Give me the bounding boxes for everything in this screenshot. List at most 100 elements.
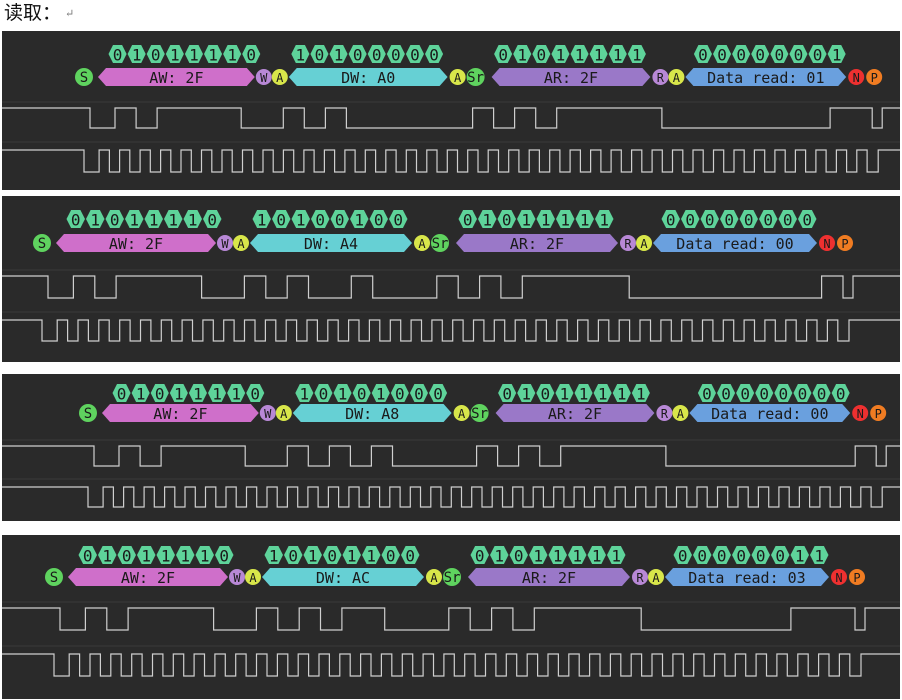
bit-value: 0 <box>276 211 286 230</box>
data-write-field: DW: A4 <box>250 234 412 253</box>
bit-cell-shape <box>700 210 719 228</box>
start-condition-shape <box>75 68 93 86</box>
return-mark: ↵ <box>65 7 75 20</box>
bit-cell-shape <box>532 45 551 63</box>
bit-cell-shape <box>195 546 214 564</box>
bit-value: 1 <box>579 385 589 404</box>
bit-cell-shape <box>548 546 567 564</box>
bit-value: 1 <box>174 385 184 404</box>
bit-value: 0 <box>541 385 551 404</box>
bit-value: 1 <box>208 46 218 65</box>
bit-cell-shape <box>751 546 770 564</box>
bit-value: 0 <box>117 385 127 404</box>
bit-value: 1 <box>560 211 570 230</box>
read-address-field-shape <box>456 234 618 252</box>
bit-value: 0 <box>783 211 793 230</box>
bit-value: 0 <box>502 385 512 404</box>
write-address-field: AW: 2F <box>56 234 216 253</box>
bit-cell: 0 <box>509 546 528 566</box>
bit-cell: 0 <box>389 210 408 230</box>
bit-value: 0 <box>763 211 773 230</box>
bit-value: 0 <box>386 547 396 566</box>
repeated-start: Sr <box>466 68 485 86</box>
bit-value: 1 <box>376 385 386 404</box>
data-read-field: Data read: 00 <box>653 234 817 253</box>
ack-3: A <box>668 69 685 85</box>
bit-cell-shape <box>144 210 163 228</box>
bit-cell-shape <box>812 384 831 402</box>
bit-cell-shape <box>790 546 809 564</box>
bit-cell: 1 <box>227 384 246 404</box>
bit-cell-shape <box>409 384 428 402</box>
bit-cell-shape <box>367 45 386 63</box>
data-write-field-text: DW: AC <box>316 569 370 587</box>
bit-cell: 0 <box>798 210 817 230</box>
bit-cell: 1 <box>612 384 631 404</box>
ack-3-shape <box>636 235 652 251</box>
read-address-field-text: AR: 2F <box>522 569 576 587</box>
bit-cell-shape <box>203 210 222 228</box>
write-flag-label: W <box>264 407 272 421</box>
bit-value: 0 <box>414 385 424 404</box>
write-address-field: AW: 2F <box>98 68 255 87</box>
bit-cell-shape <box>125 210 144 228</box>
data-read-field: Data read: 00 <box>689 404 851 423</box>
bit-value: 0 <box>357 385 367 404</box>
bit-cell: 1 <box>517 384 536 404</box>
repeated-start: Sr <box>470 404 489 422</box>
write-address-field-text: AW: 2F <box>149 69 203 87</box>
ack-2-shape <box>453 405 470 421</box>
bit-cell-shape <box>429 384 448 402</box>
read-flag-shape <box>656 405 673 421</box>
scl-waveform <box>2 486 900 508</box>
bit-value: 1 <box>212 385 222 404</box>
bit-cell-shape <box>713 45 732 63</box>
bit-cell-shape <box>371 384 390 402</box>
bit-cell-shape <box>697 384 716 402</box>
bit-cell-shape <box>555 384 574 402</box>
data-write-field: DW: A8 <box>292 404 452 423</box>
bit-cell-shape <box>810 546 829 564</box>
bit-cell-shape <box>755 384 774 402</box>
bit-value: 0 <box>724 211 734 230</box>
nack-label: N <box>857 407 864 421</box>
bit-value: 0 <box>113 46 123 65</box>
ack-2-label: A <box>418 237 426 251</box>
bit-value: 1 <box>533 547 543 566</box>
nack-label: N <box>835 571 842 585</box>
write-address-field-shape <box>98 68 255 86</box>
bit-cell: 1 <box>810 546 829 566</box>
bit-value: 1 <box>482 211 492 230</box>
bit-cell-shape <box>127 45 146 63</box>
bit-value: 0 <box>736 46 746 65</box>
bit-value: 0 <box>537 46 547 65</box>
bit-cell-shape <box>169 384 188 402</box>
bit-cell-shape <box>490 546 509 564</box>
bit-cell: 1 <box>204 45 223 65</box>
ack-3: A <box>636 235 652 251</box>
bit-value: 0 <box>685 211 695 230</box>
bit-value: 0 <box>678 547 688 566</box>
bit-cell-shape <box>330 210 349 228</box>
bit-cell: 0 <box>314 384 333 404</box>
bit-cell-shape <box>146 45 165 63</box>
read-flag-label: R <box>624 237 632 251</box>
start-condition-label: S <box>50 570 58 586</box>
bit-cell: 0 <box>409 384 428 404</box>
write-address-field-text: AW: 2F <box>121 569 175 587</box>
ack-2-label: A <box>430 571 438 585</box>
bit-cell: 0 <box>759 210 778 230</box>
bit-cell: 1 <box>570 45 589 65</box>
bit-cell-shape <box>425 45 444 63</box>
bit-value: 0 <box>721 385 731 404</box>
write-flag-shape <box>229 569 245 585</box>
bit-cell: 0 <box>66 210 85 230</box>
bit-value: 1 <box>580 211 590 230</box>
bit-cell: 1 <box>98 546 117 566</box>
bit-value: 1 <box>338 385 348 404</box>
bit-cell: 1 <box>264 546 283 566</box>
bit-value: 0 <box>717 46 727 65</box>
